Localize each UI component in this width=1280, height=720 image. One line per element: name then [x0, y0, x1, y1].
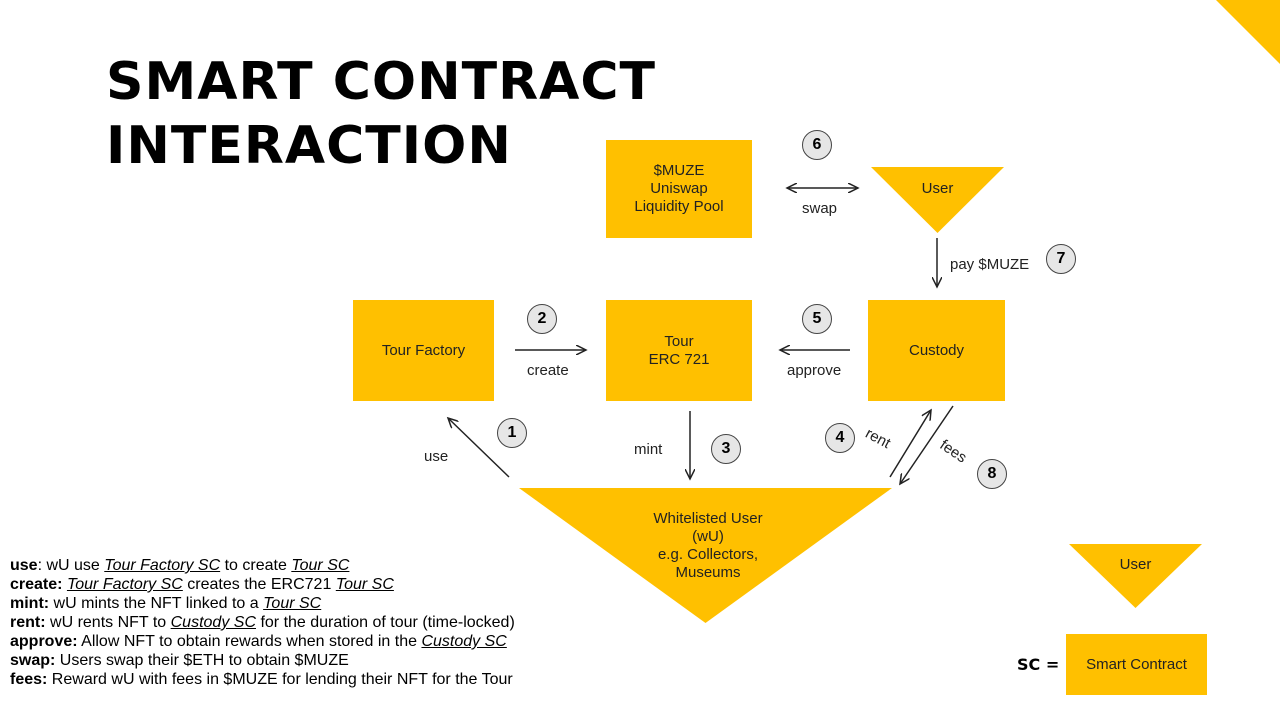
legend-text: wU rents NFT to [45, 614, 171, 631]
pool-line-3: Liquidity Pool [634, 198, 724, 215]
legend-text: Users swap their $ETH to obtain $MUZE [55, 652, 349, 669]
legend-sc-label: Smart Contract [1086, 655, 1187, 673]
legend-term: rent: [10, 614, 46, 631]
title-line-1: SMART CONTRACT [106, 52, 656, 112]
legend-text: for the duration of tour (time-locked) [256, 614, 515, 631]
user-label: User [921, 180, 954, 197]
legend-text: creates the ERC721 [182, 576, 336, 593]
tour-line-2: ERC 721 [648, 350, 710, 368]
uniswap-pool-box: $MUZE Uniswap Liquidity Pool [606, 140, 752, 238]
legend-contract-ref: Tour SC [335, 576, 394, 593]
legend-contract-ref: Tour Factory SC [104, 557, 221, 574]
legend-row: approve: Allow NFT to obtain rewards whe… [10, 632, 515, 651]
step-badge-1: 1 [497, 418, 527, 448]
whitelisted-line-4: Museums [675, 564, 741, 581]
legend-user-triangle [1069, 544, 1202, 608]
step-badge-3: 3 [711, 434, 741, 464]
sc-equals-label: SC = [1017, 655, 1060, 674]
legend-row: rent: wU rents NFT to Custody SC for the… [10, 613, 515, 632]
step-badge-7: 7 [1046, 244, 1076, 274]
pool-line-1: $MUZE [653, 162, 705, 179]
whitelisted-line-3: e.g. Collectors, [657, 546, 759, 563]
whitelisted-user-triangle [519, 488, 892, 623]
legend-contract-ref: Custody SC [421, 633, 507, 650]
step-badge-5: 5 [802, 304, 832, 334]
legend-term: create: [10, 576, 63, 593]
legend-row: fees: Reward wU with fees in $MUZE for l… [10, 670, 515, 689]
legend-text: Allow NFT to obtain rewards when stored … [77, 633, 422, 650]
legend-list: use: wU use Tour Factory SC to create To… [10, 556, 515, 689]
legend-text: : wU use [37, 557, 105, 574]
legend-text: wU mints the NFT linked to a [49, 595, 264, 612]
legend-term: use [10, 557, 38, 574]
corner-decoration [1216, 0, 1280, 64]
create-label: create [527, 362, 569, 379]
tour-erc721-box: Tour ERC 721 [606, 300, 752, 401]
tour-factory-box: Tour Factory [353, 300, 494, 401]
pool-line-2: Uniswap [650, 180, 708, 197]
legend-contract-ref: Tour SC [291, 557, 350, 574]
step-badge-8: 8 [977, 459, 1007, 489]
step-badge-2: 2 [527, 304, 557, 334]
page-title: SMART CONTRACT INTERACTION [106, 50, 656, 178]
legend-row: mint: wU mints the NFT linked to a Tour … [10, 594, 515, 613]
legend-term: fees: [10, 671, 48, 688]
tour-line-1: Tour [664, 332, 694, 350]
legend-text: to create [220, 557, 292, 574]
whitelisted-line-2: (wU) [692, 528, 724, 545]
custody-box: Custody [868, 300, 1005, 401]
legend-row: create: Tour Factory SC creates the ERC7… [10, 575, 515, 594]
custody-label: Custody [908, 341, 965, 359]
whitelisted-line-1: Whitelisted User [653, 510, 763, 527]
swap-label: swap [802, 200, 838, 217]
user-triangle [871, 167, 1004, 233]
legend-text: Reward wU with fees in $MUZE for lending… [47, 671, 513, 688]
mint-label: mint [634, 441, 663, 458]
whitelisted-user-label: Whitelisted User (wU) e.g. Collectors, M… [588, 510, 828, 582]
legend-term: swap: [10, 652, 56, 669]
legend-term: approve: [10, 633, 78, 650]
legend-row: swap: Users swap their $ETH to obtain $M… [10, 651, 515, 670]
fees-arrow [900, 405, 954, 484]
tour-factory-label: Tour Factory [381, 341, 466, 359]
legend-contract-ref: Tour SC [263, 595, 322, 612]
step-badge-4: 4 [825, 423, 855, 453]
legend-term: mint: [10, 595, 50, 612]
rent-arrow [889, 410, 931, 478]
use-label: use [424, 448, 449, 465]
legend-contract-ref: Tour Factory SC [66, 576, 183, 593]
use-arrow [448, 418, 510, 478]
title-line-2: INTERACTION [106, 116, 512, 176]
legend-contract-ref: Custody SC [170, 614, 256, 631]
legend-sc-box: Smart Contract [1066, 634, 1207, 695]
step-badge-6: 6 [802, 130, 832, 160]
legend-user-label: User [1119, 556, 1152, 573]
pay-label: pay $MUZE [950, 256, 1030, 273]
legend-row: use: wU use Tour Factory SC to create To… [10, 556, 515, 575]
approve-label: approve [787, 362, 842, 379]
